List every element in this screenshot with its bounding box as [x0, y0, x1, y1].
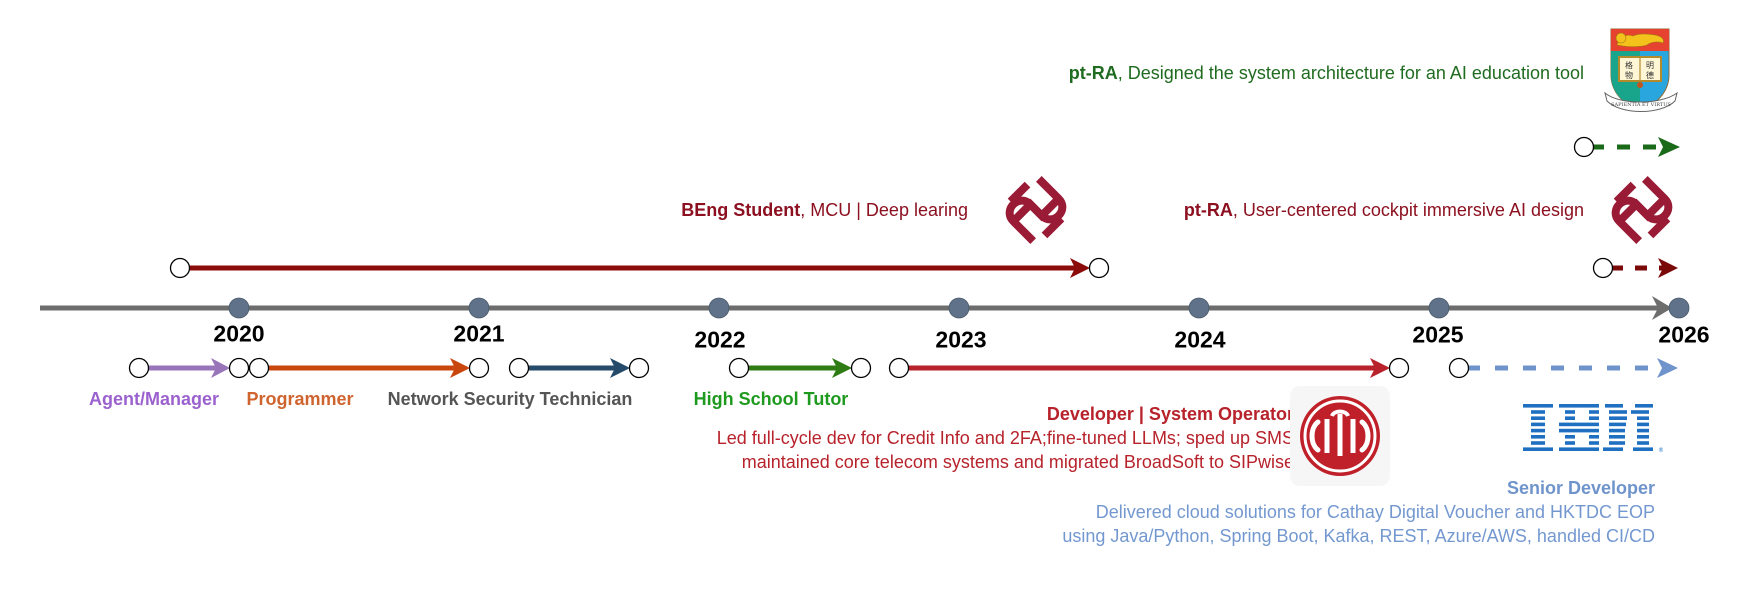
network-start-marker [508, 357, 530, 379]
ibm-role: Senior Developer [1506, 478, 1655, 498]
beng-arrowhead [1070, 258, 1090, 278]
citic-arrowhead [1370, 358, 1390, 378]
beng-description: , MCU | Deep learing [800, 200, 968, 220]
year-label-2026: 2026 [1658, 321, 1710, 348]
ibm-description-line1: Delivered cloud solutions for Cathay Dig… [1095, 502, 1655, 522]
hku-ra-description: , Designed the system architecture for a… [1117, 63, 1584, 83]
polyu-ra-caption: pt-RA, User-centered cockpit immersive A… [1184, 201, 1584, 219]
citic-role: Developer | System Operator [1046, 404, 1294, 424]
svg-text:SAPIENTIA ET VIRTUS: SAPIENTIA ET VIRTUS [1611, 102, 1671, 108]
year-label-2020: 2020 [213, 320, 265, 347]
year-dot-2026 [1668, 297, 1690, 319]
year-label-2021: 2021 [453, 320, 505, 347]
hku-ra-arrowhead [1658, 137, 1680, 157]
polyu-ra-description: , User-centered cockpit immersive AI des… [1232, 200, 1584, 220]
citic-span [888, 357, 1410, 379]
year-label-2025: 2025 [1412, 321, 1464, 348]
programmer-span [248, 357, 490, 379]
programmer-label: Programmer [246, 389, 354, 409]
polyu-ra-role: pt-RA [1183, 200, 1233, 220]
ibm-span [1448, 357, 1678, 379]
agent-span [128, 357, 250, 379]
year-label-2024: 2024 [1174, 326, 1226, 353]
programmer-end-marker [468, 357, 490, 379]
year-label-2023: 2023 [935, 326, 987, 353]
citic-description-line2: maintained core telecom systems and migr… [741, 452, 1294, 472]
citic-start-marker [888, 357, 910, 379]
polyu-ra-start-marker [1592, 257, 1614, 279]
citic-description-line1: Led full-cycle dev for Credit Info and 2… [716, 428, 1294, 448]
programmer-arrowhead [450, 358, 470, 378]
polyu-logo-icon [1611, 176, 1673, 244]
beng-span [169, 257, 1110, 279]
tutor-arrowhead [832, 358, 852, 378]
beng-role: BEng Student [681, 200, 801, 220]
citic-logo-icon [1290, 386, 1390, 486]
tutor-span [728, 357, 872, 379]
agent-arrowhead [211, 358, 230, 378]
year-dot-2025 [1428, 297, 1450, 319]
year-label-2022: 2022 [694, 326, 746, 353]
year-dot-2023 [948, 297, 970, 319]
hku-ra-role: pt-RA [1068, 63, 1118, 83]
year-dot-2024 [1188, 297, 1210, 319]
agent-start-marker [128, 357, 150, 379]
ibm-logo-icon: ® [1523, 404, 1663, 454]
tutor-label: High School Tutor [693, 389, 849, 409]
beng-start-marker [169, 257, 191, 279]
tutor-end-marker [850, 357, 872, 379]
citic-caption: Developer | System Operator Led full-cyc… [717, 402, 1294, 474]
svg-text:明: 明 [1646, 61, 1654, 70]
ibm-arrowhead [1657, 358, 1678, 378]
network-arrowhead [610, 358, 630, 378]
main-axis-arrowhead [1652, 296, 1672, 320]
agent-end-marker [228, 357, 250, 379]
svg-text:®: ® [1658, 447, 1663, 454]
ibm-description-line2: using Java/Python, Spring Boot, Kafka, R… [1062, 526, 1655, 546]
ibm-start-marker [1448, 357, 1470, 379]
svg-text:格: 格 [1625, 60, 1633, 70]
programmer-start-marker [248, 357, 270, 379]
network-end-marker [628, 357, 650, 379]
tutor-start-marker [728, 357, 750, 379]
citic-end-marker [1388, 357, 1410, 379]
polyu-logo-icon [1005, 176, 1067, 244]
network-label: Network Security Technician [387, 389, 633, 409]
svg-text:德: 德 [1646, 70, 1654, 80]
year-dot-2020 [228, 297, 250, 319]
network-span [508, 357, 650, 379]
hku-ra-span [1573, 136, 1680, 158]
beng-end-marker [1088, 257, 1110, 279]
hku-ra-start-marker [1573, 136, 1595, 158]
polyu-ra-span [1592, 257, 1678, 279]
agent-label: Agent/Manager [88, 389, 220, 409]
svg-text:物: 物 [1625, 70, 1633, 80]
beng-caption: BEng Student, MCU | Deep learing [681, 201, 968, 219]
hku-ra-caption: pt-RA, Designed the system architecture … [1069, 64, 1584, 82]
year-dot-2022 [708, 297, 730, 319]
ibm-caption: Senior Developer Delivered cloud solutio… [1062, 476, 1655, 548]
hku-crest-icon: 格 明 物 德 SAPIENTIA ET VIRTUS [1604, 28, 1678, 112]
polyu-ra-arrowhead [1658, 258, 1678, 278]
year-dot-2021 [468, 297, 490, 319]
